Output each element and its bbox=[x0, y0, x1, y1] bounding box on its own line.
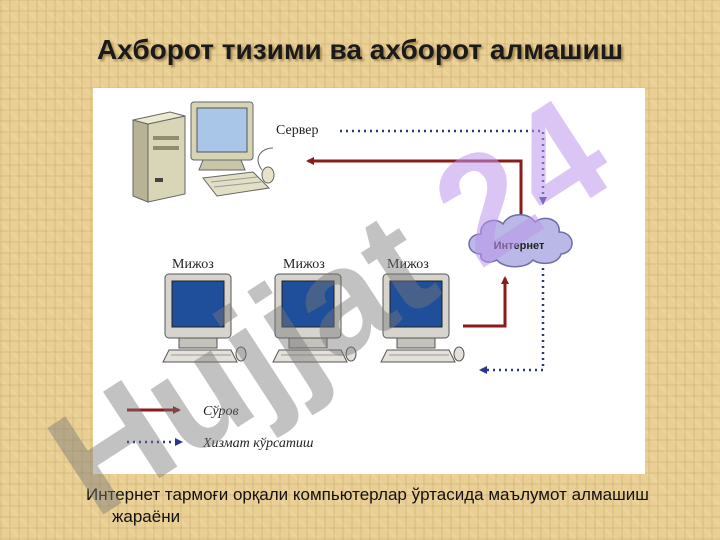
legend-request-label: Сўров bbox=[203, 404, 239, 419]
client-computer-icon bbox=[272, 273, 357, 363]
internet-label: Интернет bbox=[494, 240, 545, 252]
slide-caption: Интернет тармоғи орқали компьютерлар ўрт… bbox=[86, 485, 649, 526]
legend: Сўров Хизмат кўрсатиш bbox=[127, 404, 314, 451]
client-computer-icon bbox=[162, 273, 247, 363]
legend-service-label: Хизмат кўрсатиш bbox=[202, 436, 314, 451]
internet-cloud-icon bbox=[468, 214, 573, 268]
server-computer-icon bbox=[132, 101, 275, 203]
service-path-server-to-internet bbox=[340, 129, 547, 205]
client-label: Мижоз bbox=[172, 257, 214, 272]
request-path-internet-to-server bbox=[306, 157, 523, 218]
client-label: Мижоз bbox=[387, 257, 429, 272]
client-computer-icon bbox=[380, 273, 465, 363]
service-path-internet-to-clients bbox=[479, 268, 545, 374]
server-label: Сервер bbox=[276, 123, 318, 138]
network-diagram: Сервер Интернет Мижоз Мижоз Миж bbox=[93, 88, 645, 474]
slide-title: Ахборот тизими ва ахборот алмашиш bbox=[96, 34, 624, 65]
client-label: Мижоз bbox=[283, 257, 325, 272]
request-path-clients-to-internet bbox=[463, 276, 509, 328]
